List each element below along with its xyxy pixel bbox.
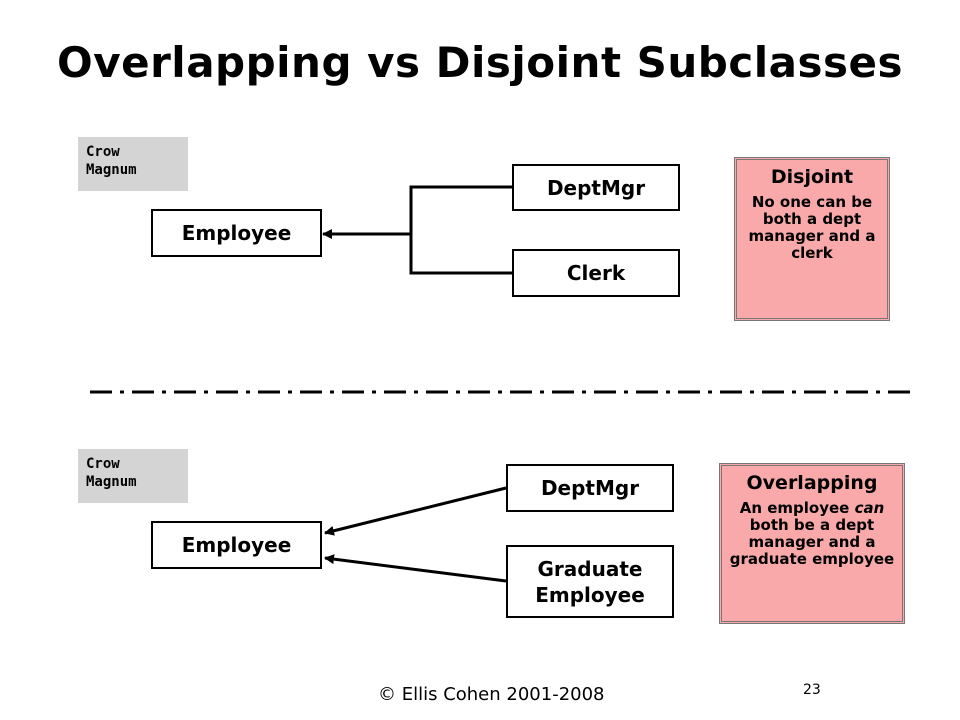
disjoint-note: Disjoint No one can be both a dept manag… xyxy=(734,157,890,321)
disjoint-body: No one can be both a dept manager and a … xyxy=(748,193,876,262)
copyright-footer: © Ellis Cohen 2001-2008 xyxy=(378,684,605,705)
overlapping-body: An employee can both be a dept manager a… xyxy=(726,500,898,568)
graduate-employee-box: Graduate Employee xyxy=(506,545,674,618)
tag-line-magnum: Magnum xyxy=(86,474,137,490)
tag-line-magnum: Magnum xyxy=(86,162,137,178)
tag-line-crow: Crow xyxy=(86,456,120,472)
disjoint-heading: Disjoint xyxy=(770,166,854,188)
notation-tag-bottom: Crow Magnum xyxy=(78,449,188,503)
graduate-line: Graduate xyxy=(537,556,643,581)
deptmgr-arrow xyxy=(324,486,507,536)
tag-line-crow: Crow xyxy=(86,144,120,160)
employee-line: Employee xyxy=(535,582,645,607)
top-bracket-line xyxy=(409,185,512,275)
overlap-body-post: both be a dept manager and a graduate em… xyxy=(729,516,895,568)
page-number: 23 xyxy=(803,682,821,698)
overlap-body-emphasis: can xyxy=(854,499,885,517)
overlap-body-pre: An employee xyxy=(739,499,855,517)
slide-title: Overlapping vs Disjoint Subclasses xyxy=(57,38,903,87)
graduate-arrow xyxy=(324,554,507,583)
notation-tag-top: Crow Magnum xyxy=(78,137,188,191)
overlapping-heading: Overlapping xyxy=(746,472,878,494)
deptmgr-box-bottom: DeptMgr xyxy=(506,464,674,512)
clerk-box: Clerk xyxy=(512,249,680,297)
deptmgr-box-top: DeptMgr xyxy=(512,164,680,211)
employee-box-top: Employee xyxy=(151,209,322,257)
employee-box-bottom: Employee xyxy=(151,521,322,569)
overlapping-note: Overlapping An employee can both be a de… xyxy=(719,463,905,624)
